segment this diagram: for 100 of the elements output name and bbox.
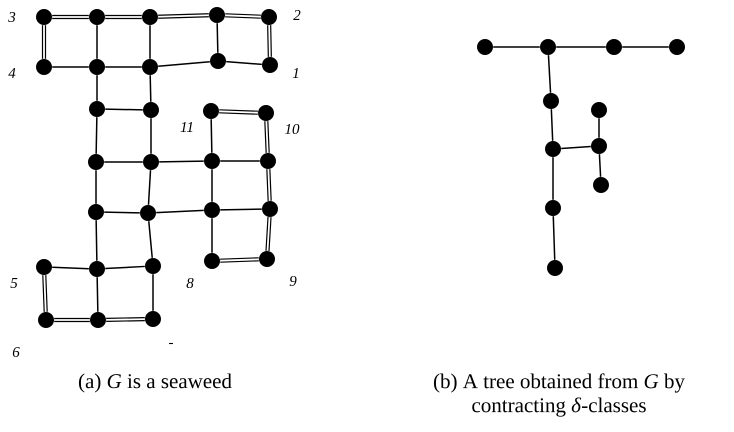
vertex	[545, 200, 561, 216]
vertex-label: 2	[293, 10, 300, 20]
graph-edge	[152, 274, 154, 311]
vertex	[89, 101, 105, 117]
vertex	[89, 59, 105, 75]
graph-edge	[210, 119, 213, 153]
graph-edge	[267, 25, 272, 57]
vertex	[142, 9, 158, 25]
vertex	[477, 39, 493, 55]
graph-edge	[550, 109, 554, 141]
graph-edge	[148, 221, 153, 258]
graph-edge	[105, 14, 142, 20]
vertex	[606, 39, 622, 55]
graph-edge	[96, 277, 99, 312]
graph-edge	[211, 218, 213, 253]
vertex	[38, 312, 54, 328]
vertex	[90, 312, 106, 328]
graph-edge	[52, 14, 89, 20]
graph-edge	[105, 66, 142, 68]
vertex	[89, 261, 105, 277]
vertex-label: -	[169, 342, 173, 344]
graph-edge	[220, 160, 260, 162]
graph-edge	[150, 118, 152, 154]
vertex-label: 11	[180, 122, 192, 132]
graph-edge	[148, 170, 152, 205]
graph-edge	[598, 154, 602, 177]
subfigure-caption: (a) G is a seaweed	[78, 373, 232, 393]
vertex-label: 6	[12, 346, 20, 358]
graph-edge	[104, 211, 140, 214]
graph-edge	[158, 13, 209, 19]
graph-edge	[225, 13, 261, 19]
vertex	[669, 39, 685, 55]
graph-edge	[548, 55, 552, 93]
vertex-label: 3	[8, 12, 16, 22]
graph-edge	[149, 75, 152, 102]
vertex	[36, 59, 52, 75]
graph-edge	[95, 117, 98, 154]
graph-edge	[156, 210, 204, 214]
vertex	[204, 202, 220, 218]
graph-edge	[598, 118, 600, 138]
vertex	[88, 154, 104, 170]
graph-edge	[52, 66, 89, 68]
vertex	[540, 39, 556, 55]
vertex	[261, 9, 277, 25]
graph-edge	[159, 160, 204, 163]
graph-edge	[104, 161, 143, 163]
vertex-label: 4	[8, 68, 16, 78]
vertex	[36, 9, 52, 25]
vertex-label: 5	[10, 278, 18, 288]
graph-edge	[552, 216, 556, 260]
graph-edge	[211, 169, 213, 202]
vertex	[142, 59, 158, 75]
vertex	[262, 201, 278, 217]
vertex	[204, 153, 220, 169]
vertex	[210, 53, 226, 69]
graph-edge	[95, 170, 97, 204]
vertex	[145, 258, 161, 274]
vertex-label: 10	[285, 124, 300, 134]
graph-edge	[95, 220, 98, 261]
vertex	[545, 141, 561, 157]
vertex	[88, 204, 104, 220]
vertex	[143, 102, 159, 118]
vertex	[260, 153, 276, 169]
graph-edge	[96, 25, 98, 59]
vertex	[145, 311, 161, 327]
vertex-label: 8	[186, 278, 194, 288]
graph-edge	[264, 121, 270, 153]
graph-edge	[149, 25, 151, 59]
graph-edge	[105, 108, 143, 111]
graph-edge	[106, 317, 145, 322]
vertex-label: 9	[290, 276, 297, 286]
graph-edge	[52, 266, 89, 270]
vertex	[209, 7, 225, 23]
graph-edge	[216, 23, 219, 53]
graph-edge	[219, 109, 258, 115]
vertex	[591, 138, 607, 154]
graph-edge	[622, 46, 669, 48]
graph-edge	[552, 157, 554, 200]
graph-edge	[42, 25, 46, 59]
vertex	[591, 102, 607, 118]
graph-edge	[226, 60, 262, 66]
subfigure-caption: (b) A tree obtained from G by contracting δ-classes	[434, 373, 685, 417]
graph-edge	[556, 46, 606, 48]
vertex	[140, 205, 156, 221]
graph-edge	[561, 146, 591, 150]
vertex	[547, 260, 563, 276]
graph-edge	[220, 208, 262, 211]
vertex	[89, 9, 105, 25]
graph-edge	[158, 60, 210, 68]
vertex	[259, 251, 275, 267]
vertex	[204, 253, 220, 269]
vertex-label: 1	[292, 68, 298, 78]
vertex	[36, 259, 52, 275]
vertex	[258, 105, 274, 121]
graph-edge	[265, 217, 272, 251]
graph-edge	[96, 75, 98, 101]
graph-edge	[42, 275, 48, 312]
vertex	[543, 93, 559, 109]
graph-edge	[493, 46, 540, 48]
vertex	[262, 57, 278, 73]
